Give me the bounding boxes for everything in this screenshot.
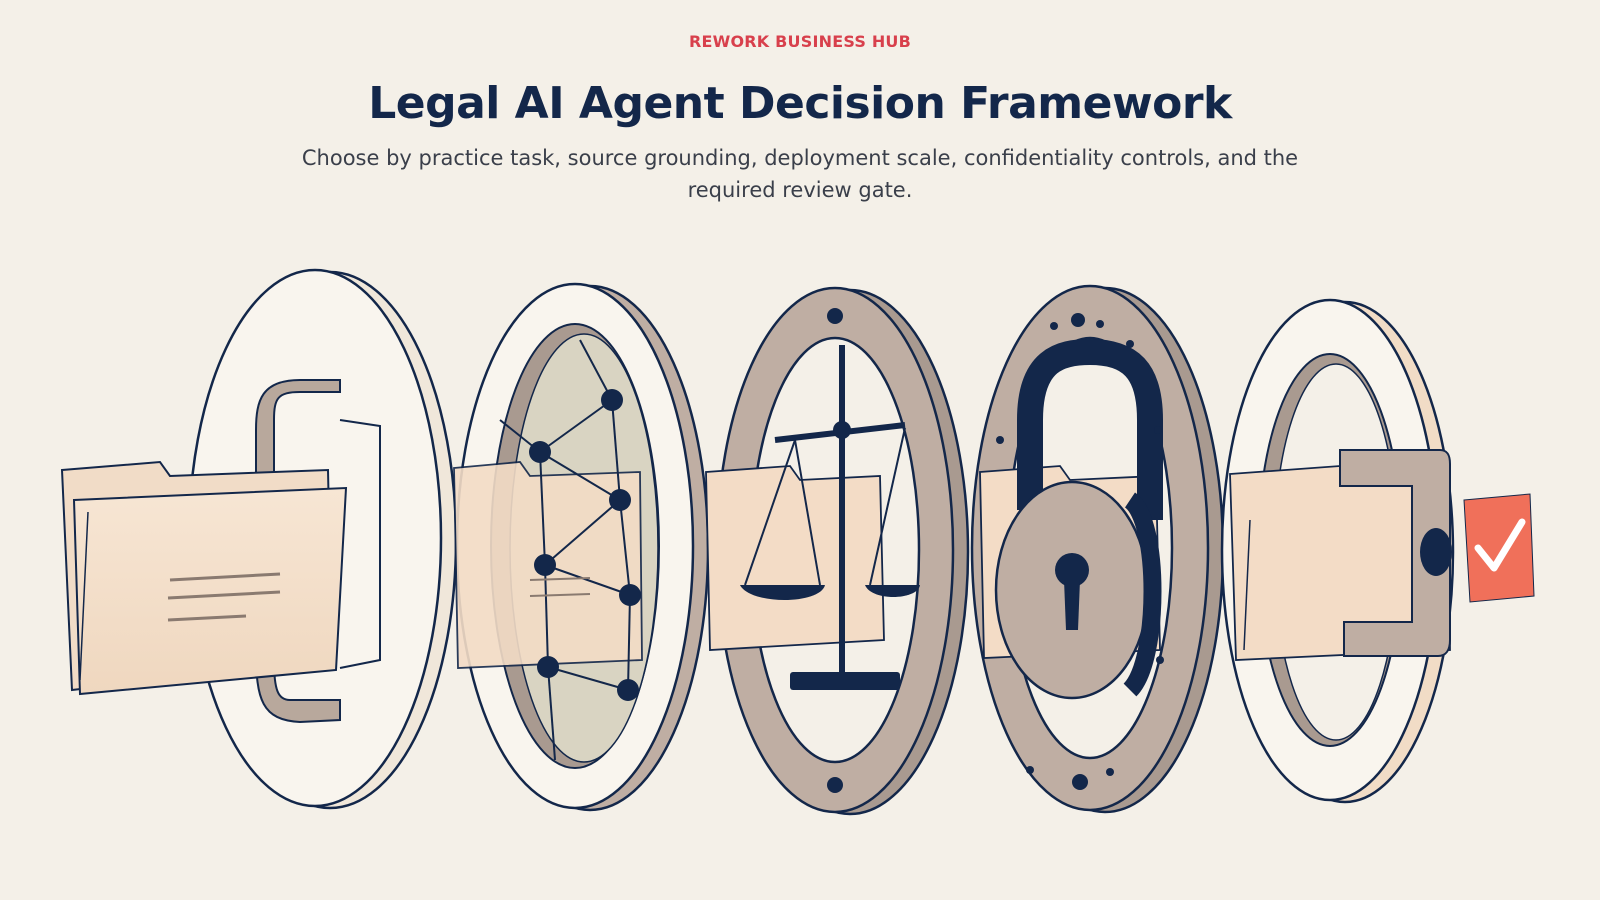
network-graph-icon bbox=[453, 282, 710, 812]
framework-illustration bbox=[60, 268, 1535, 816]
page-title: Legal AI Agent Decision Framework bbox=[368, 78, 1232, 129]
review-checkmark-icon bbox=[1220, 298, 1535, 804]
page-subtitle: Choose by practice task, source groundin… bbox=[301, 146, 1299, 202]
kicker-label: REWORK BUSINESS HUB bbox=[688, 32, 912, 51]
folder-bracket-icon bbox=[60, 268, 458, 810]
padlock-icon bbox=[970, 284, 1225, 814]
scales-of-justice-icon bbox=[705, 286, 970, 816]
